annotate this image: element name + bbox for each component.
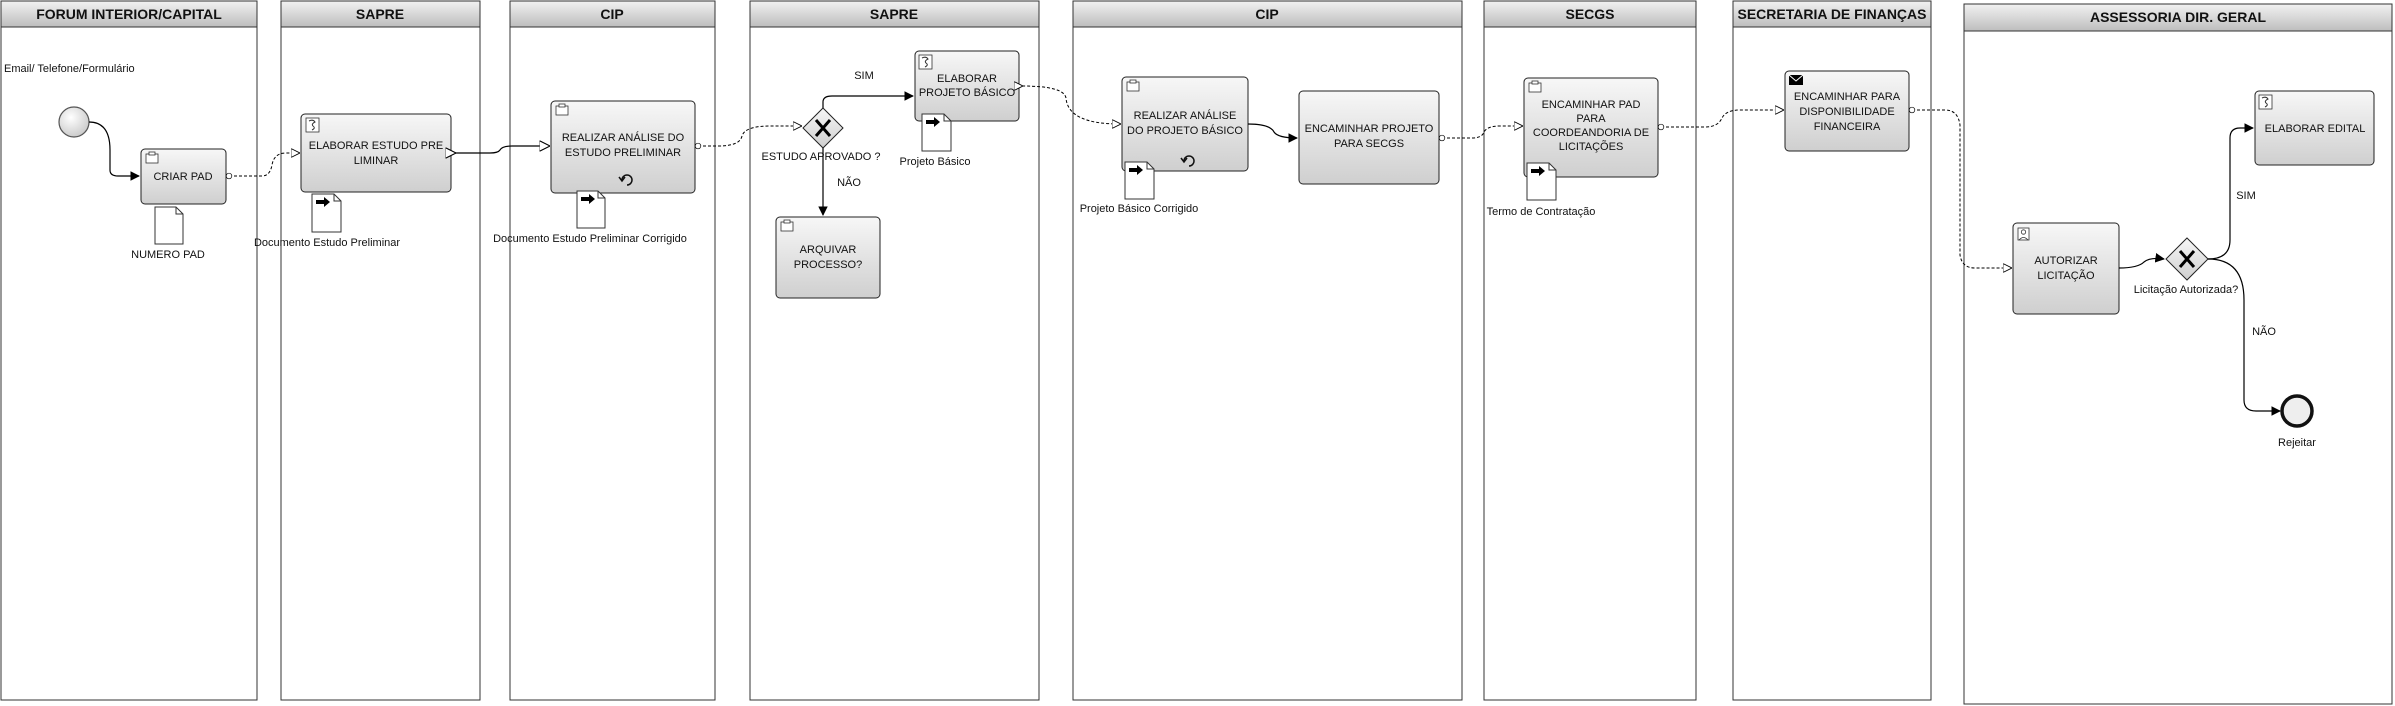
task-encaminhar-secgs[interactable]: ENCAMINHAR PROJETO PARA SECGS (1298, 90, 1440, 185)
msg-encaminhar-secgs (1442, 126, 1522, 138)
document-label: Termo de Contratação (1487, 206, 1596, 218)
task-label: PARA SECGS (1334, 138, 1404, 150)
flow-label-sim: SIM (2236, 190, 2256, 202)
task-arquivar[interactable]: ARQUIVAR PROCESSO? (775, 216, 881, 299)
task-label: PROJETO BÁSICO (919, 86, 1016, 99)
document-label: Projeto Básico (900, 156, 971, 168)
output-arrow-icon (1531, 166, 1545, 176)
flow-label-sim: SIM (854, 70, 874, 82)
end-event-label: Rejeitar (2278, 437, 2316, 449)
task-label: DO PROJETO BÁSICO (1127, 124, 1243, 137)
flow-label-nao: NÃO (2252, 325, 2276, 338)
lane-title: SAPRE (356, 6, 404, 22)
user-icon (2017, 227, 2030, 241)
lane-title: CIP (1255, 6, 1278, 22)
task-label: ELABORAR (937, 73, 997, 85)
task-label: PARA (1576, 113, 1606, 125)
task-elaborar-edital[interactable]: ELABORAR EDITAL (2254, 90, 2375, 166)
doc-numero-pad: NUMERO PAD (131, 206, 205, 261)
task-label: ELABORAR EDITAL (2265, 123, 2366, 135)
task-label: ARQUIVAR (800, 244, 857, 256)
document-label: Documento Estudo Preliminar Corrigido (493, 233, 687, 245)
loop-icon (1180, 155, 1195, 167)
task-label: ESTUDO PRELIMINAR (565, 147, 681, 159)
doc-estudo-corrigido: Documento Estudo Preliminar Corrigido (493, 190, 687, 245)
task-label: DISPONIBILIDADE (1799, 106, 1894, 118)
sequence-flows (88, 91, 2281, 416)
task-elaborar-estudo[interactable]: ELABORAR ESTUDO PRE LIMINAR (300, 113, 452, 193)
send-task-envelope-icon (1788, 74, 1804, 85)
end-event[interactable] (2280, 394, 2314, 428)
task-label: PROCESSO? (794, 259, 862, 271)
task-label: ENCAMINHAR PARA (1794, 91, 1901, 103)
task-label: CRIAR PAD (153, 171, 212, 183)
doc-projeto-basico: Projeto Básico (900, 113, 971, 168)
task-label: FINANCEIRA (1814, 121, 1881, 133)
task-realizar-analise-projeto[interactable]: REALIZAR ANÁLISE DO PROJETO BÁSICO (1121, 76, 1249, 172)
lane-title: SECRETARIA DE FINANÇAS (1737, 6, 1926, 22)
task-criar-pad[interactable]: CRIAR PAD (140, 148, 227, 205)
gateway-licitacao-autorizada[interactable] (2165, 237, 2209, 281)
msg-projeto-analise (1022, 86, 1120, 124)
task-label: REALIZAR ANÁLISE (1134, 109, 1237, 122)
doc-projeto-corrigido: Projeto Básico Corrigido (1080, 161, 1199, 215)
task-label: COORDEANDORIA DE (1533, 127, 1649, 139)
loop-icon (618, 174, 633, 186)
gateway-estudo-aprovado[interactable] (802, 107, 844, 149)
lane-sapre-1: SAPRE (280, 0, 481, 701)
task-label: ENCAMINHAR PAD (1542, 99, 1641, 111)
task-label: LIMINAR (354, 155, 399, 167)
flow-start-criar (88, 121, 140, 181)
gateway-label: Licitação Autorizada? (2134, 284, 2239, 296)
msg-financas-autorizar (1912, 110, 2011, 268)
document-label: Documento Estudo Preliminar (254, 237, 400, 249)
output-arrow-icon (316, 197, 330, 207)
task-encaminhar-coordenadoria[interactable]: ENCAMINHAR PAD PARA COORDEANDORIA DE LIC… (1523, 77, 1659, 178)
script-task-icon (305, 117, 320, 133)
document-icon (154, 206, 184, 245)
output-arrow-icon (581, 194, 595, 204)
doc-estudo-preliminar: Documento Estudo Preliminar (254, 193, 400, 249)
lane-title: SECGS (1565, 6, 1614, 22)
task-elaborar-projeto[interactable]: ELABORAR PROJETO BÁSICO (914, 50, 1020, 122)
document-label: Projeto Básico Corrigido (1080, 203, 1199, 215)
script-task-icon (918, 54, 933, 70)
message-flows (229, 86, 2011, 268)
document-label: NUMERO PAD (131, 249, 205, 261)
task-label: AUTORIZAR (2034, 255, 2097, 267)
task-autorizar-licitacao[interactable]: AUTORIZAR LICITAÇÃO (2012, 222, 2120, 315)
flow-label-nao: NÃO (837, 176, 861, 189)
gateway-label: ESTUDO APROVADO ? (762, 151, 881, 163)
task-label: LICITAÇÃO (2037, 269, 2095, 282)
lane-forum: FORUM INTERIOR/CAPITAL (0, 0, 258, 701)
flow-gw-sim-edital (2207, 123, 2254, 260)
lane-title: FORUM INTERIOR/CAPITAL (36, 6, 222, 22)
task-label: LICITAÇÕES (1559, 140, 1624, 153)
flow-elaborar-analise (455, 146, 549, 153)
script-task-icon (2258, 94, 2273, 110)
user-task-icon-tab (148, 151, 156, 156)
lane-title: ASSESSORIA DIR. GERAL (2090, 9, 2267, 25)
flow-analise-encaminhar (1247, 123, 1298, 143)
task-label: ENCAMINHAR PROJETO (1305, 123, 1434, 135)
flow-gw-nao-end (2207, 258, 2281, 416)
start-event-label: Email/ Telefone/Formulário (4, 63, 135, 75)
flow-autorizar-gw (2118, 253, 2165, 269)
task-label: ELABORAR ESTUDO PRE (309, 140, 443, 152)
output-arrow-icon (926, 117, 940, 127)
task-realizar-analise-estudo[interactable]: REALIZAR ANÁLISE DO ESTUDO PRELIMINAR (550, 100, 696, 194)
lane-title: CIP (600, 6, 623, 22)
exclusive-gateway-x-icon (814, 119, 832, 137)
task-label: REALIZAR ANÁLISE DO (562, 131, 685, 144)
msg-analise-gateway (698, 126, 801, 146)
flow-gw-sim (822, 91, 914, 108)
doc-termo: Termo de Contratação (1487, 162, 1596, 218)
task-encaminhar-financeira[interactable]: ENCAMINHAR PARA DISPONIBILIDADE FINANCEI… (1784, 70, 1910, 152)
msg-criar-elaborar (229, 153, 299, 176)
output-arrow-icon (1129, 165, 1143, 175)
exclusive-gateway-x-icon (2178, 250, 2196, 268)
start-event[interactable] (58, 106, 90, 138)
lane-title: SAPRE (870, 6, 918, 22)
